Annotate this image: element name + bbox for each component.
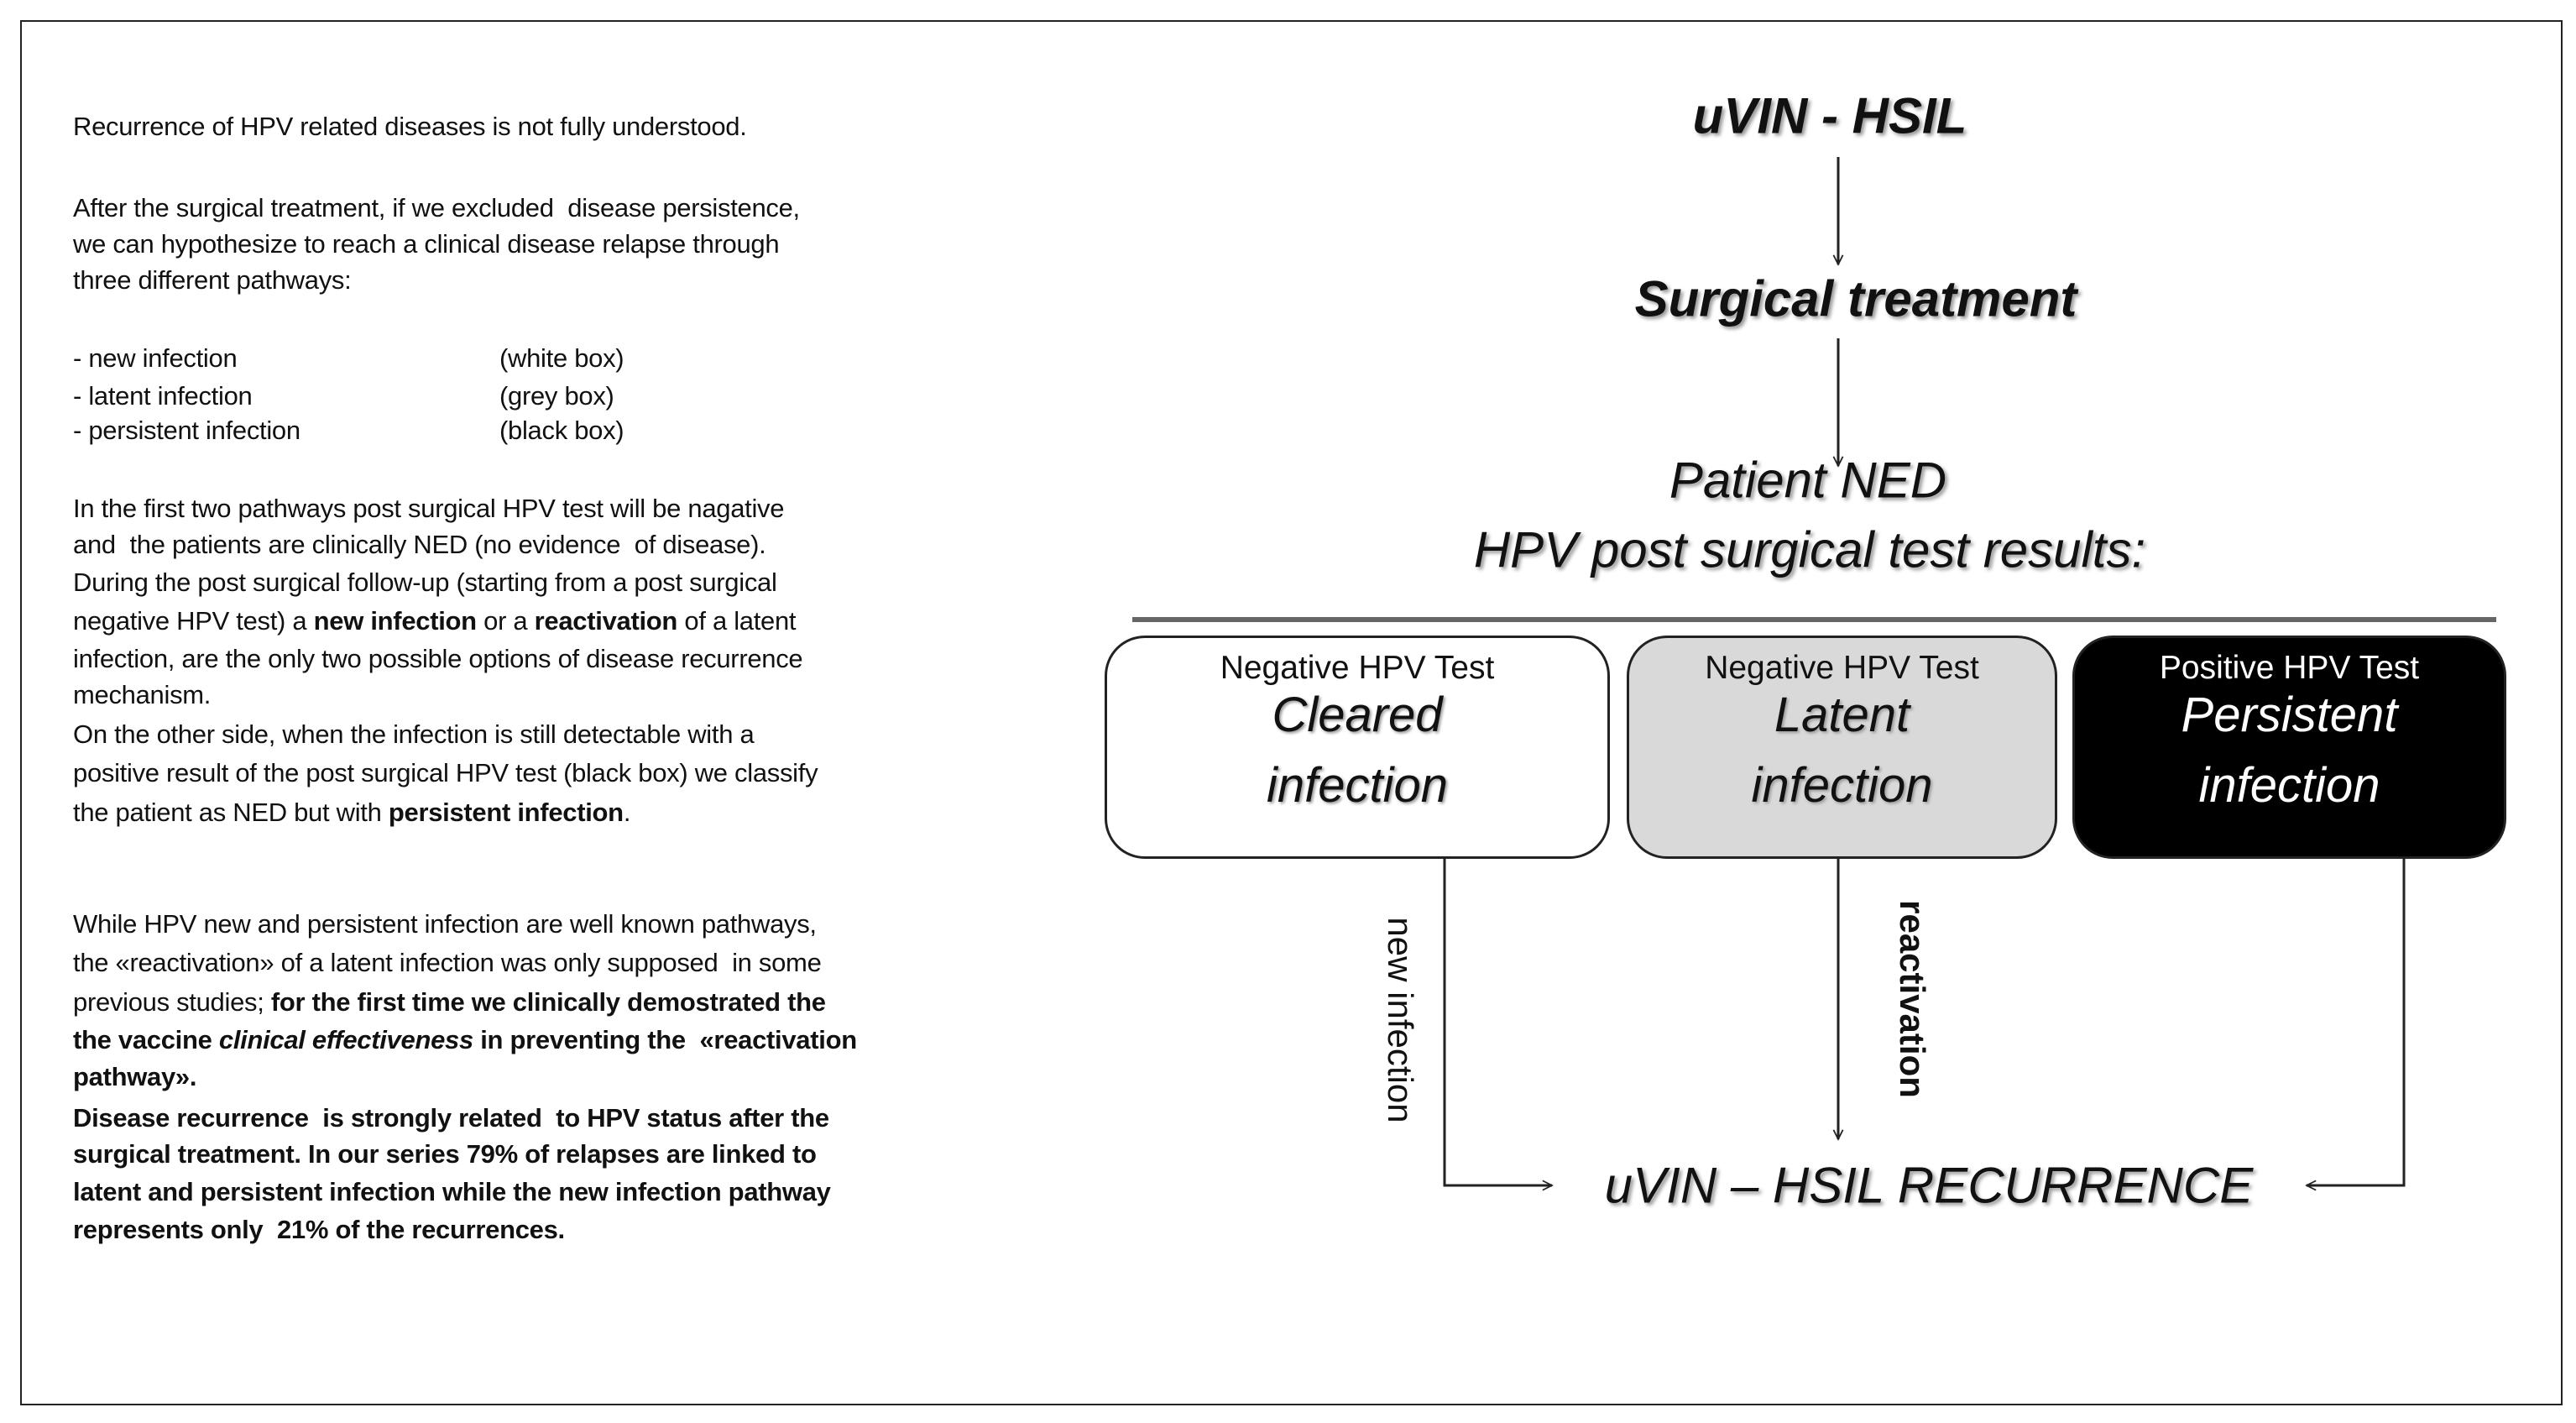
text-line: pathway».: [73, 1060, 196, 1094]
text-line: negative HPV test) a new infection or a …: [73, 604, 797, 638]
text-run: During the post surgical follow-up (star…: [73, 568, 777, 597]
box-subtitle: infection: [1751, 758, 1933, 813]
box-header: Negative HPV Test: [1705, 650, 1979, 686]
text-line: Recurrence of HPV related diseases is no…: [73, 110, 747, 144]
text-run: persistent infection: [388, 798, 624, 827]
text-line: three different pathways:: [73, 264, 352, 297]
text-run: previous studies;: [73, 987, 271, 1017]
text-run: new infection: [313, 606, 477, 636]
text-line: In the first two pathways post surgical …: [73, 492, 784, 526]
latent-infection-box: Negative HPV Test Latent infection: [1627, 636, 2057, 859]
arrow-new-infection: [1443, 859, 1552, 1185]
text-line: the patient as NED but with persistent i…: [73, 796, 630, 829]
box-title: Persistent: [2181, 688, 2398, 742]
text-line: the «reactivation» of a latent infection…: [73, 946, 822, 980]
reactivation-label: reactivation: [1893, 900, 1932, 1098]
text-run: While HPV new and persistent infection a…: [73, 909, 817, 939]
persistent-infection-box: Positive HPV Test Persistent infection: [2072, 636, 2506, 859]
box-title: Cleared: [1272, 688, 1443, 742]
text-run: - new infection: [73, 343, 238, 373]
text-line: infection, are the only two possible opt…: [73, 642, 803, 676]
text-run: three different pathways:: [73, 265, 352, 295]
text-run: clinical effectiveness: [218, 1025, 473, 1054]
new-infection-label: new infection: [1381, 917, 1420, 1123]
text-line: surgical treatment. In our series 79% of…: [73, 1138, 817, 1171]
box-header: Negative HPV Test: [1220, 650, 1495, 686]
text-run: latent and persistent infection while th…: [73, 1177, 831, 1206]
text-run: the vaccine: [73, 1025, 219, 1054]
text-run: mechanism.: [73, 680, 212, 709]
box-color-note: (black box): [499, 416, 624, 445]
text-run: the «reactivation» of a latent infection…: [73, 948, 822, 977]
test-results-heading: HPV post surgical test results:: [1473, 521, 2146, 578]
text-line: represents only 21% of the recurrences.: [73, 1213, 565, 1247]
recurrence-node: uVIN – HSIL RECURRENCE: [1604, 1157, 2254, 1214]
text-run: of a latent: [677, 606, 797, 636]
text-line: mechanism.: [73, 678, 211, 712]
text-line: While HPV new and persistent infection a…: [73, 908, 817, 941]
text-line: the vaccine clinical effectiveness in pr…: [73, 1023, 857, 1057]
text-run: After the surgical treatment, if we excl…: [73, 193, 800, 222]
box-subtitle: infection: [2198, 758, 2380, 813]
text-line: we can hypothesize to reach a clinical d…: [73, 228, 780, 261]
text-run: in preventing the «reactivation: [473, 1025, 857, 1054]
text-run: negative HPV test) a: [73, 606, 314, 636]
text-line: During the post surgical follow-up (star…: [73, 566, 777, 599]
text-run: .: [623, 798, 631, 827]
text-run: On the other side, when the infection is…: [73, 719, 755, 749]
text-line: - latent infection (grey box): [73, 379, 614, 413]
text-line: - new infection (white box): [73, 342, 624, 375]
box-header: Positive HPV Test: [2159, 650, 2420, 686]
text-run: Disease recurrence is strongly related t…: [73, 1103, 829, 1133]
text-run: In the first two pathways post surgical …: [73, 494, 785, 523]
box-color-note: (grey box): [499, 381, 614, 411]
text-run: and the patients are clinically NED (no …: [73, 530, 766, 559]
text-line: positive result of the post surgical HPV…: [73, 756, 818, 790]
patient-ned-node: Patient NED: [1669, 452, 1947, 509]
text-run: we can hypothesize to reach a clinical d…: [73, 229, 780, 259]
box-color-note: (white box): [499, 343, 624, 373]
text-run: - persistent infection: [73, 416, 300, 445]
text-run: the patient as NED but with: [73, 798, 389, 827]
text-line: On the other side, when the infection is…: [73, 718, 755, 751]
text-run: Recurrence of HPV related diseases is no…: [73, 112, 747, 141]
surgical-treatment-node: Surgical treatment: [1634, 270, 2077, 327]
text-line: After the surgical treatment, if we excl…: [73, 191, 800, 225]
text-run: or a: [476, 606, 535, 636]
cleared-infection-box: Negative HPV Test Cleared infection: [1105, 636, 1610, 859]
text-run: reactivation: [534, 606, 678, 636]
text-run: represents only 21% of the recurrences.: [73, 1215, 565, 1244]
text-line: and the patients are clinically NED (no …: [73, 528, 766, 562]
text-run: pathway».: [73, 1062, 197, 1091]
arrow-persistent: [2307, 859, 2406, 1185]
box-subtitle: infection: [1266, 758, 1449, 813]
text-run: infection, are the only two possible opt…: [73, 644, 803, 673]
box-title: Latent: [1774, 688, 1910, 742]
text-line: latent and persistent infection while th…: [73, 1175, 831, 1209]
text-run: for the first time we clinically demostr…: [270, 987, 826, 1017]
text-line: Disease recurrence is strongly related t…: [73, 1101, 829, 1135]
text-run: - latent infection: [73, 381, 253, 411]
text-line: - persistent infection (black box): [73, 414, 624, 447]
text-run: surgical treatment. In our series 79% of…: [73, 1139, 817, 1169]
text-line: previous studies; for the first time we …: [73, 986, 826, 1019]
text-run: positive result of the post surgical HPV…: [73, 758, 818, 787]
start-node: uVIN - HSIL: [1692, 87, 1967, 144]
figure-frame: [20, 20, 2563, 1405]
